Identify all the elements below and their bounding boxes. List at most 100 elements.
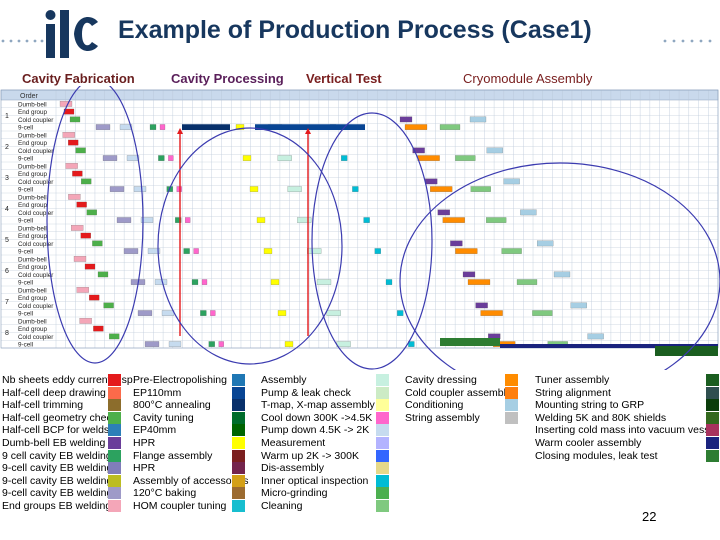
legend-swatch [108,424,121,437]
task-bar [73,256,87,262]
legend-swatch [232,449,245,462]
step-label: 9-cell [18,156,33,163]
legend-label: Inserting cold mass into vacuum vessel [535,424,718,437]
task-bar [404,124,428,130]
legend-label: Nb sheets eddy current insp. [2,374,136,386]
legend-swatch [232,474,245,487]
task-bar [316,279,332,285]
task-bar [486,217,507,223]
task-bar [469,116,487,123]
step-label: 9-cell [18,218,33,225]
legend-label: Half-cell geometry check [2,411,117,424]
task-bar [486,147,503,154]
task-bar [430,186,453,192]
legend-label: String alignment [535,386,611,399]
task-bar [71,225,84,231]
order-number: 3 [5,175,9,182]
step-label: Dumb-bell [18,194,47,201]
phase-outline-processing [157,127,343,365]
legend-swatch [706,374,719,386]
task-bar [149,124,157,130]
task-bar [442,217,465,223]
legend-label: 9-cell cavity EB welding [2,474,113,487]
schedule-frame [0,89,719,349]
schedule-header [0,89,719,101]
legend-label: EP110mm [133,386,182,399]
task-bar [501,248,522,254]
task-bar [119,124,133,130]
task-bar [399,116,413,123]
legend-swatch [232,462,245,475]
task-bar [208,341,215,347]
order-number: 4 [5,206,9,213]
task-bar [68,139,79,146]
page-title: Example of Production Process (Case1) [118,16,592,44]
task-bar [185,217,191,223]
step-label: 9-cell [18,125,33,132]
task-bar [462,271,476,278]
legend-swatch [505,411,518,424]
task-bar [161,310,175,316]
task-bar [341,155,348,161]
task-bar [287,186,302,192]
legend-label: 9-cell cavity EB welding [2,462,113,475]
task-bar [210,310,216,316]
ilc-logo [45,10,98,58]
legend-swatch [108,399,121,412]
step-label: 9-cell [18,342,33,349]
task-bar [480,310,503,316]
legend-swatch [376,437,389,449]
task-bar [81,178,92,185]
legend-label: Conditioning [405,399,464,412]
legend-label: HOM coupler tuning [133,500,227,512]
step-label: Dumb-bell [18,163,47,170]
legend-swatch [376,424,389,437]
task-bar [183,248,190,254]
legend-label: Dis-assembly [261,462,325,475]
task-bar [79,318,92,324]
task-bar [92,240,103,247]
task-bar [532,310,553,316]
task-bar [235,124,245,130]
task-bar [363,217,370,223]
phase-label-vertical-test: Vertical Test [306,71,382,86]
task-bar [242,155,252,161]
task-bar [297,217,312,223]
step-label: Cold coupler [18,241,53,248]
legend-label: Tuner assembly [535,374,610,386]
legend-swatch [108,437,121,449]
task-bar [123,248,139,254]
legend-label: Measurement [261,437,326,449]
step-label: Dumb-bell [18,256,47,263]
dotted-rule-right [663,39,712,43]
legend-label: Dumb-bell EB welding [2,437,106,449]
task-bar [76,201,87,208]
phase-label-cryomodule-assembly: Cryomodule Assembly [463,71,593,86]
legend-swatch [706,424,719,437]
legend-label: Half-cell deep drawing [2,386,106,399]
task-bar [89,294,100,301]
task-bar [200,310,207,316]
legend-label: Warm cooler assembly [535,437,642,449]
task-bar [475,302,488,309]
cryomodule-bar [655,346,718,356]
task-bar [97,271,109,278]
arrow-head [177,128,183,134]
task-bar [75,147,86,154]
legend-label: 800°C annealing [133,399,211,412]
task-bar [412,147,425,154]
task-bar [76,287,89,293]
order-number: 8 [5,330,9,337]
legend-label: Pump & leak check [261,386,351,399]
task-bar [385,279,393,285]
legend-swatch [376,449,389,462]
legend-swatch [108,462,121,475]
legend-swatch [376,462,389,475]
task-bar [62,132,75,138]
task-bar [144,341,160,347]
legend-label: Cool down 300K ->4.5K [261,411,373,424]
task-bar [336,341,351,347]
legend-label: End groups EB welding [2,500,112,512]
task-bar [570,302,587,309]
phase-outline-fabrication [46,86,144,364]
